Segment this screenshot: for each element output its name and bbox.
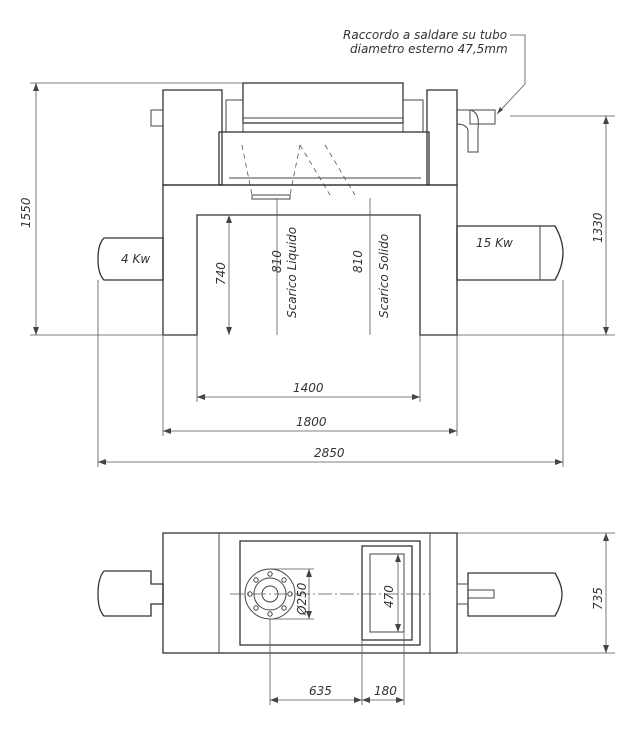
- outlet-liquid-label: Scarico Liquido: [285, 227, 299, 318]
- dim-depth: 735: [591, 587, 605, 610]
- outlet-solid-height: 810: [351, 250, 365, 273]
- dim-total-height: 1550: [19, 197, 33, 228]
- dim-opening-width: 180: [374, 684, 397, 698]
- note-leader: [496, 34, 526, 115]
- dim-inner-width: 1400: [293, 381, 324, 395]
- top-plate: [239, 540, 421, 646]
- motor-left: [97, 237, 164, 281]
- dim-right-height: 1330: [591, 212, 605, 243]
- motor-right-label: 15 Kw: [476, 236, 513, 250]
- liquid-outlet-hidden: [241, 144, 301, 196]
- right-bearing-support: [426, 89, 458, 186]
- dim-frame-width: 1800: [296, 415, 327, 429]
- solid-outlet-opening: [361, 545, 413, 641]
- motor-left-top: [97, 570, 164, 617]
- pipe-connection: [456, 109, 479, 153]
- outlet-liquid-height: 810: [270, 250, 284, 273]
- top-view: Ø250 470 735 635 180: [97, 532, 615, 705]
- motor-right: [456, 225, 564, 281]
- dim-inner-height: 740: [214, 262, 228, 285]
- motor-left-label: 4 Kw: [121, 252, 150, 266]
- liquid-outlet-flange: [251, 194, 291, 200]
- main-frame: [162, 184, 458, 336]
- outlet-solid-label: Scarico Solido: [377, 234, 391, 318]
- collection-tray: [218, 131, 430, 186]
- dim-diameter: Ø250: [295, 582, 309, 616]
- dim-offset: 635: [309, 684, 332, 698]
- drum-housing: [242, 82, 404, 124]
- base-outline: [162, 532, 458, 654]
- dim-opening: 470: [382, 585, 396, 608]
- dim-total-width: 2850: [314, 446, 345, 460]
- front-view: 4 Kw 15 Kw Raccordo a saldare su tubo di…: [19, 28, 615, 467]
- note-line-2: diametro esterno 47,5mm: [350, 42, 508, 56]
- left-bearing-support: [162, 89, 223, 186]
- motor-right-top: [467, 572, 563, 617]
- note-line-1: Raccordo a saldare su tubo: [343, 28, 507, 42]
